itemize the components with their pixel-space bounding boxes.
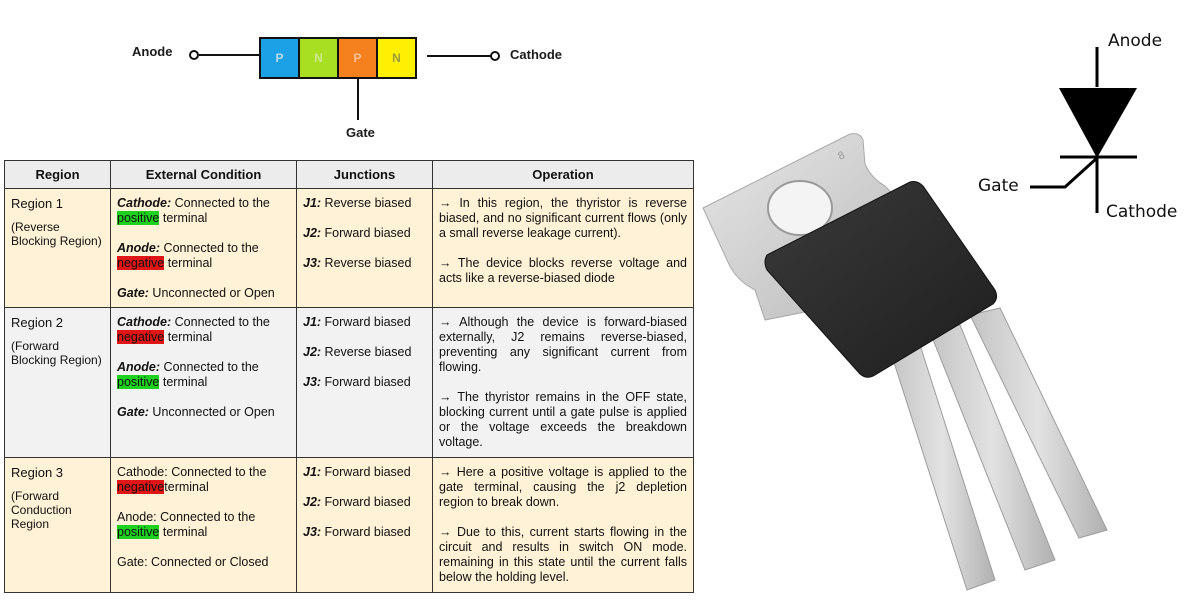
junction-j3: J3: Forward biased [303, 525, 411, 539]
thyristor-package-photo: 8 [695, 120, 1200, 600]
layer-n2: N [378, 39, 415, 77]
junction-j1: J1: Reverse biased [303, 196, 412, 210]
junction-j2: J2: Reverse biased [303, 345, 412, 359]
region-cell: Region 1 (Reverse Blocking Region) [4, 188, 111, 308]
layer-p2: P [339, 39, 378, 77]
negative-highlight: negative [117, 330, 165, 344]
condition-gate: Gate: Unconnected or Open [117, 405, 275, 419]
operation-cell: → Here a positive voltage is applied to … [432, 457, 694, 593]
condition-anode: Anode: Connected to the negative termina… [117, 241, 259, 270]
junction-j1: J1: Forward biased [303, 315, 411, 329]
symbol-cathode-label: Cathode [1106, 202, 1178, 222]
layer-p1: P [261, 39, 300, 77]
condition-cathode: Cathode: Connected to the negativetermin… [117, 465, 267, 494]
header-region: Region [4, 160, 111, 189]
operation-paragraph: → Due to this, current starts flowing in… [439, 525, 687, 584]
operation-paragraph: → Here a positive voltage is applied to … [439, 465, 687, 509]
layer-n1: N [300, 39, 339, 77]
condition-cell: Cathode: Connected to the positive termi… [110, 188, 297, 308]
table-row-region-3: Region 3 (Forward Conduction Region Cath… [4, 457, 694, 593]
symbol-anode-label: Anode [1108, 31, 1163, 51]
region-cell: Region 2 (Forward Blocking Region) [4, 307, 111, 458]
condition-cathode: Cathode: Connected to the positive termi… [117, 196, 270, 225]
operation-paragraph: → The thyristor remains in the OFF state… [439, 390, 687, 449]
cathode-terminal-icon [490, 51, 500, 61]
region-name: Region 1 [11, 196, 64, 211]
lead-3 [969, 307, 1108, 539]
scr-symbol-icon [1030, 47, 1137, 213]
cathode-label: Cathode [510, 47, 562, 62]
region-subtitle: (Reverse Blocking Region) [11, 220, 102, 248]
operation-cell: → Although the device is forward-biased … [432, 307, 694, 458]
anode-label: Anode [132, 44, 173, 59]
region-name: Region 3 [11, 465, 64, 480]
junctions-cell: J1: Forward biased J2: Reverse biased J3… [296, 307, 433, 458]
negative-highlight: negative [117, 256, 165, 270]
condition-anode: Anode: Connected to the positive termina… [117, 510, 256, 539]
region-subtitle: (Forward Conduction Region [11, 489, 72, 531]
table-header-row: Region External Condition Junctions Oper… [4, 160, 694, 189]
gate-label: Gate [346, 125, 375, 140]
table-row-region-1: Region 1 (Reverse Blocking Region) Catho… [4, 188, 694, 308]
region-subtitle: (Forward Blocking Region) [11, 339, 102, 367]
junctions-cell: J1: Reverse biased J2: Forward biased J3… [296, 188, 433, 308]
junction-j2: J2: Forward biased [303, 226, 411, 240]
epoxy-body [764, 181, 998, 378]
condition-cell: Cathode: Connected to the negative termi… [110, 307, 297, 458]
negative-highlight: negative [117, 480, 165, 494]
anode-wire [199, 54, 259, 56]
junctions-cell: J1: Forward biased J2: Forward biased J3… [296, 457, 433, 593]
junction-j1: J1: Forward biased [303, 465, 411, 479]
junction-j3: J3: Forward biased [303, 375, 411, 389]
junction-j2: J2: Forward biased [303, 495, 411, 509]
semiconductor-layers: P N P N [259, 37, 417, 79]
header-external-condition: External Condition [110, 160, 297, 189]
positive-highlight: positive [117, 211, 160, 225]
tab-marking: 8 [836, 149, 847, 162]
condition-cathode: Cathode: Connected to the negative termi… [117, 315, 270, 344]
anode-terminal-icon [189, 50, 199, 60]
positive-highlight: positive [117, 375, 160, 389]
condition-anode: Anode: Connected to the positive termina… [117, 360, 259, 389]
header-operation: Operation [432, 160, 694, 189]
condition-gate: Gate: Connected or Closed [117, 555, 269, 569]
operation-paragraph: → Although the device is forward-biased … [439, 315, 687, 374]
header-junctions: Junctions [296, 160, 433, 189]
operation-paragraph: → In this region, the thyristor is rever… [439, 196, 687, 240]
region-name: Region 2 [11, 315, 64, 330]
gate-wire [357, 78, 359, 120]
condition-gate: Gate: Unconnected or Open [117, 286, 275, 300]
cathode-wire [427, 55, 492, 57]
pnpn-structure-diagram: Anode P N P N Cathode Gate [120, 30, 590, 150]
operating-regions-table: Region External Condition Junctions Oper… [4, 160, 694, 593]
to220-package-illustration: 8 [702, 133, 1108, 591]
operation-cell: → In this region, the thyristor is rever… [432, 188, 694, 308]
symbol-gate-label: Gate [978, 176, 1019, 196]
positive-highlight: positive [117, 525, 160, 539]
mounting-hole [767, 180, 833, 236]
junction-j3: J3: Reverse biased [303, 256, 412, 270]
condition-cell: Cathode: Connected to the negativetermin… [110, 457, 297, 593]
region-cell: Region 3 (Forward Conduction Region [4, 457, 111, 593]
thyristor-symbol: Anode Gate Cathode [970, 25, 1200, 230]
operation-paragraph: → The device blocks reverse voltage and … [439, 256, 687, 285]
table-row-region-2: Region 2 (Forward Blocking Region) Catho… [4, 307, 694, 458]
